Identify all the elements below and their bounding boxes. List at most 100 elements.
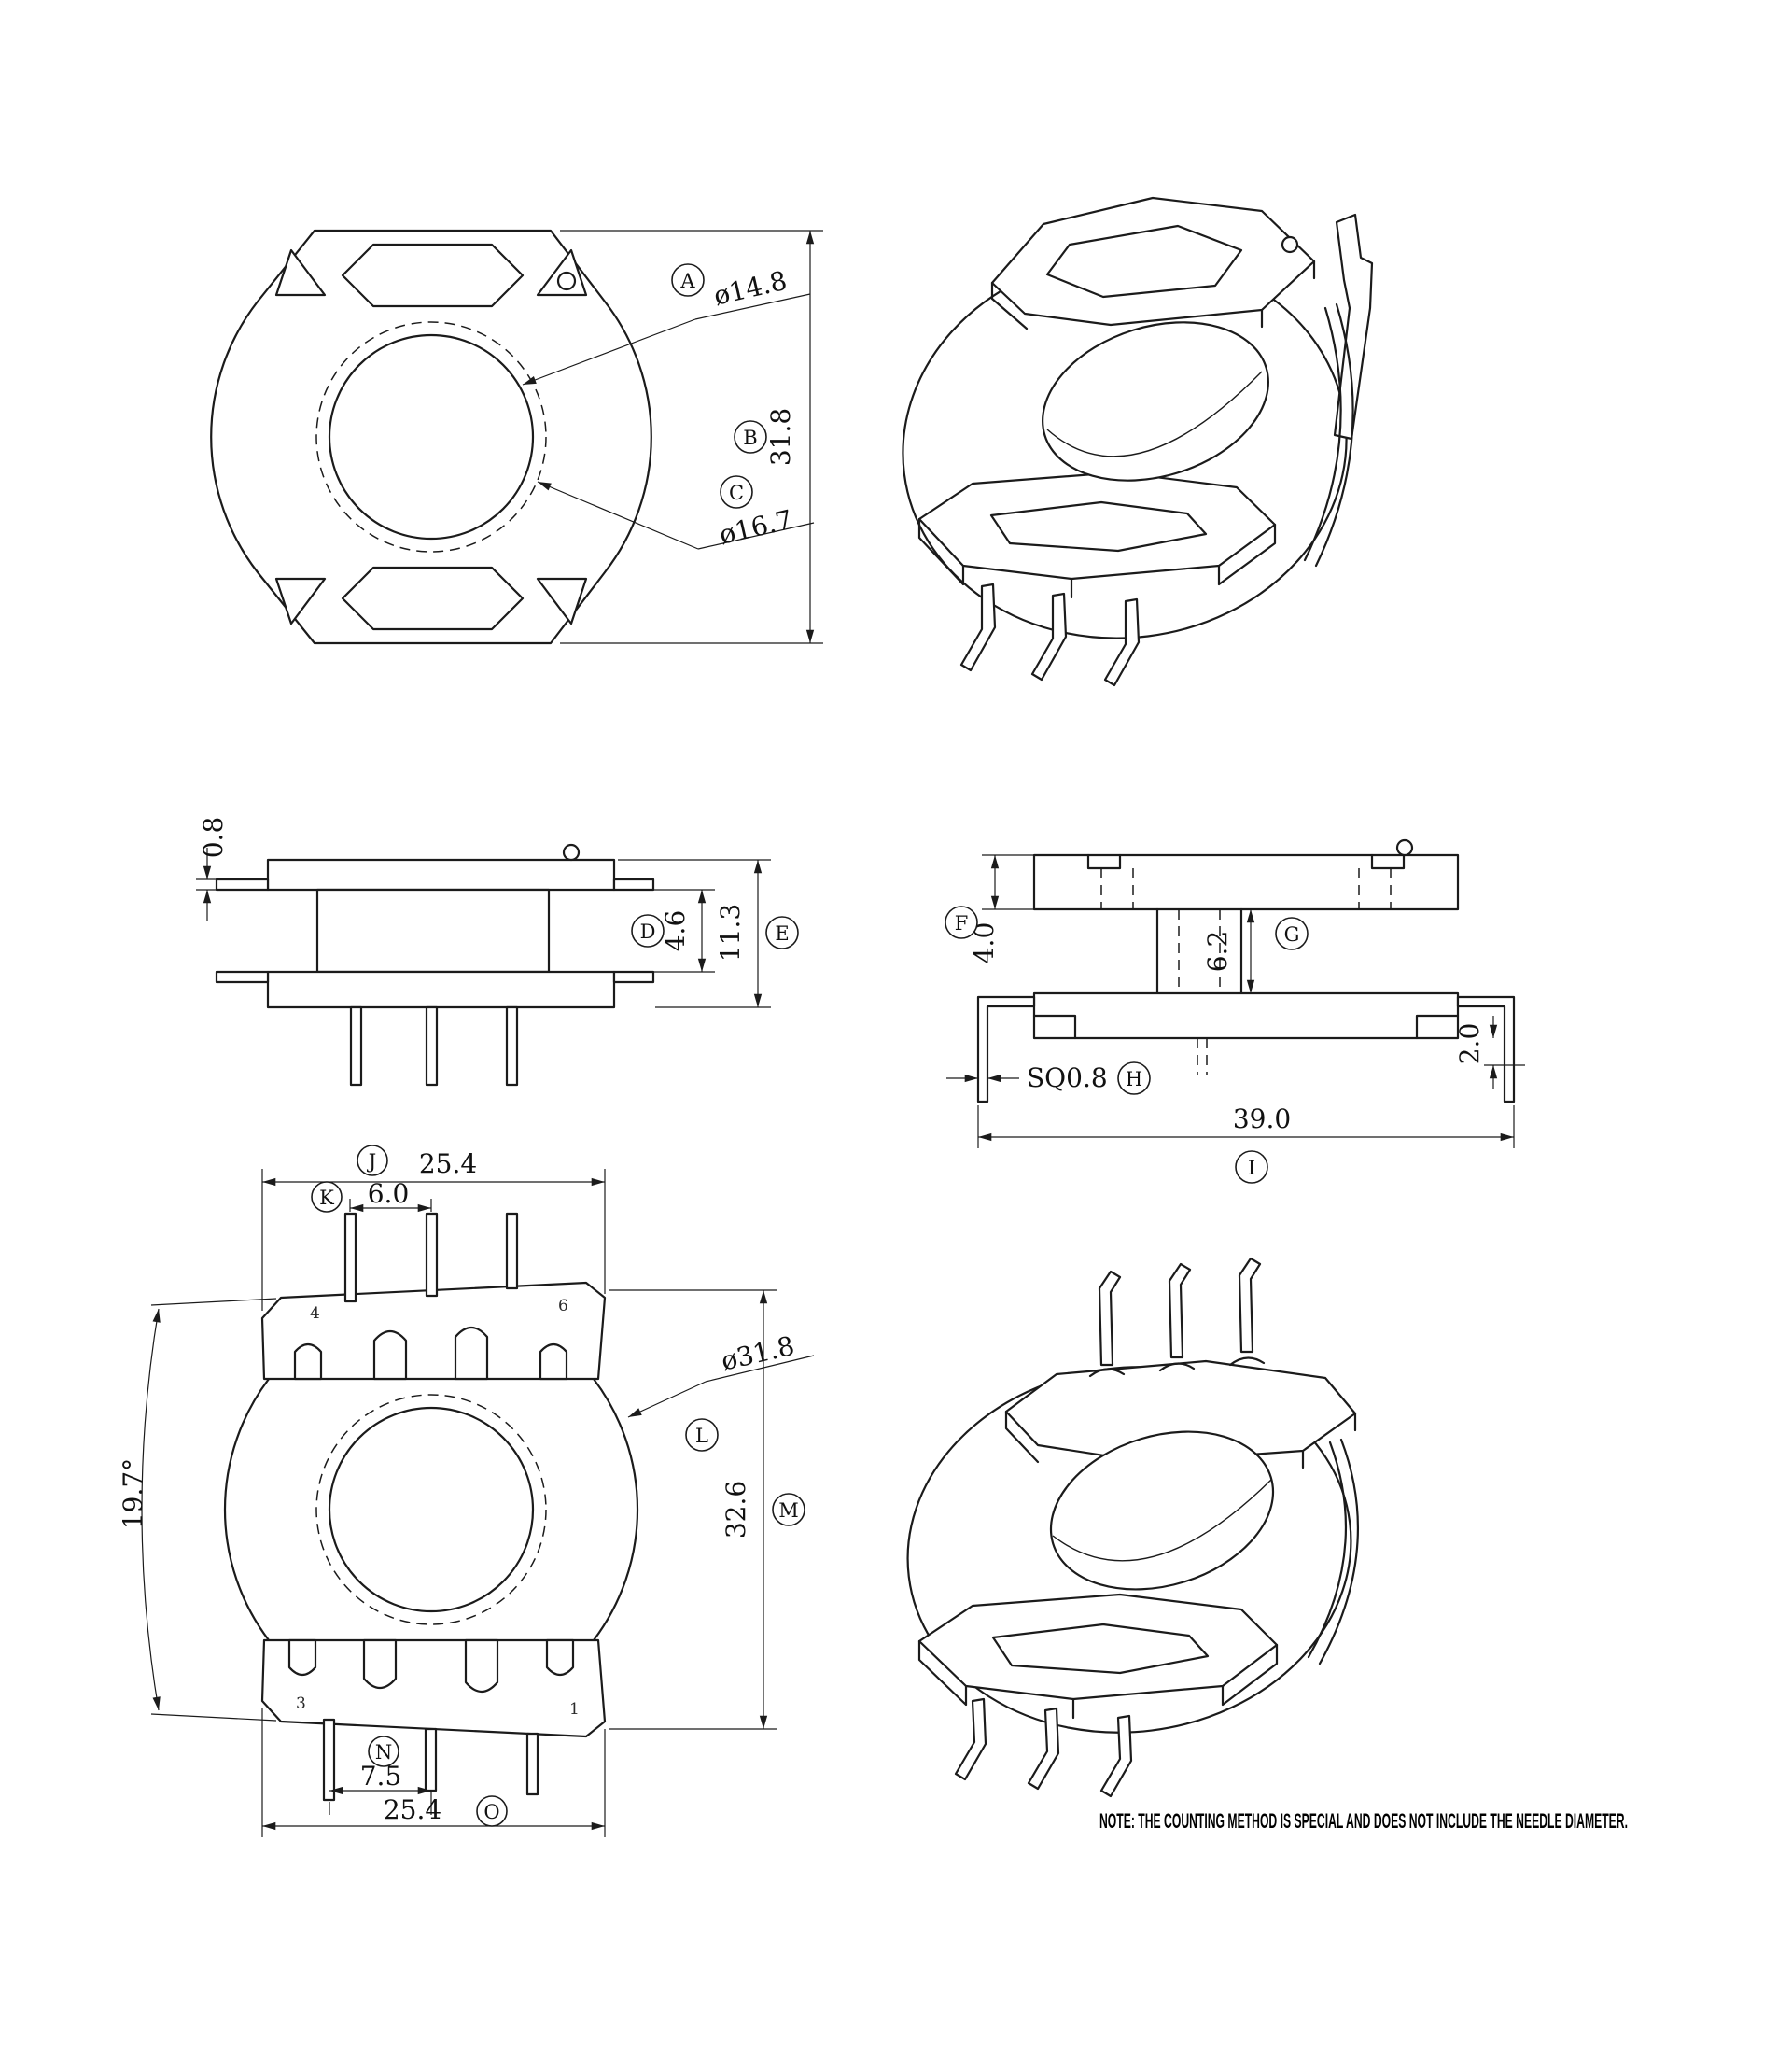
top-flange-3d [990, 196, 1316, 330]
dim-pin-tail: 2.0 [1454, 1016, 1525, 1089]
side-view-left: 0.8 4.6 D 11.3 E [196, 817, 799, 1087]
core-edges [1155, 907, 1243, 995]
dim-text: 39.0 [1233, 1103, 1291, 1134]
dim-L-body-dia: ø31.8 L [627, 1330, 815, 1452]
dim-text: 4.6 [660, 910, 691, 952]
balloon-J: J [357, 1145, 388, 1176]
balloon-G: G [1275, 917, 1309, 950]
side-clip-3d [1307, 1438, 1359, 1665]
balloon-N: N [368, 1736, 399, 1767]
pin-number-4: 4 [310, 1304, 320, 1323]
pin-number-1: 1 [569, 1700, 580, 1719]
hole-wall-edge [1052, 1479, 1272, 1562]
flange-slot [293, 1342, 323, 1381]
balloon-M: M [772, 1493, 805, 1526]
dim-text: SQ0.8 [1027, 1062, 1108, 1093]
right-lip-bottom [612, 970, 655, 984]
balloon-F: F [945, 906, 978, 939]
iso-view-top [902, 196, 1374, 687]
dim-G-core-depth: 6.2 G [1202, 909, 1309, 993]
dim-B-outline-height: 31.8 B [560, 230, 823, 644]
dim-J-top-width: 25.4 J [261, 1145, 606, 1311]
pin-bottom [322, 1718, 336, 1802]
terminal-pins-3d [959, 583, 1141, 687]
right-lip [612, 878, 655, 892]
svg-text:N: N [375, 1741, 392, 1764]
hidden-center-pins [1197, 1038, 1208, 1075]
svg-text:D: D [640, 921, 656, 943]
front-view: 4 6 3 1 25.4 J 6.0 [118, 1145, 815, 1837]
center-hole [328, 1406, 535, 1613]
svg-text:M: M [778, 1499, 799, 1522]
dim-text: 25.4 [384, 1794, 441, 1825]
dim-I-pin-span: 39.0 I [977, 1103, 1515, 1184]
body-right-edge [592, 1377, 639, 1642]
bottom-flange [260, 1638, 607, 1738]
clip-pins-3d [1098, 1257, 1262, 1367]
svg-text:H: H [1126, 1068, 1142, 1090]
balloon-A: A [671, 263, 705, 297]
dim-O-bottom-width: 25.4 O [261, 1708, 606, 1837]
svg-text:J: J [367, 1150, 376, 1173]
corner-cutout [536, 577, 588, 625]
center-hole [328, 333, 535, 541]
dim-text: 11.3 [715, 904, 746, 962]
locating-boss [556, 271, 577, 291]
dim-text: 25.4 [419, 1148, 477, 1179]
balloon-E: E [765, 916, 799, 949]
flange-slot [545, 1638, 575, 1677]
top-window-cutout [341, 243, 525, 308]
locating-boss [562, 843, 581, 862]
dim-text: ø16.7 [717, 504, 796, 551]
svg-text:G: G [1284, 923, 1300, 946]
center-hole-3d [1049, 1430, 1275, 1591]
note-text: NOTE: THE COUNTING METHOD IS SPECIAL AND… [1099, 1809, 1628, 1833]
balloon-L: L [685, 1418, 719, 1452]
dim-F-flange-thickness: 4.0 F [945, 854, 1034, 963]
pin [505, 1005, 519, 1087]
dim-text: 19.7° [118, 1458, 148, 1529]
svg-text:K: K [319, 1187, 334, 1209]
top-flange [260, 1281, 607, 1381]
locating-boss [1281, 235, 1299, 254]
top-flange [1032, 853, 1460, 911]
pin-top [425, 1212, 439, 1298]
dim-A-hole-dia: ø14.8 A [522, 263, 811, 386]
pin-bottom [525, 1732, 539, 1796]
hole-wall-edge [1046, 371, 1263, 457]
body-left-edge [223, 1377, 271, 1642]
hidden-slots [1100, 868, 1392, 909]
dim-H-pin-square: SQ0.8 H [946, 1061, 1151, 1095]
bottom-flange-3d [917, 1593, 1279, 1720]
flange-notches [1086, 853, 1406, 870]
dim-E-total-height: 11.3 E [618, 859, 799, 1008]
bottom-flange [266, 970, 616, 1009]
terminal-pins-3d [954, 1697, 1133, 1798]
flange-slot [372, 1329, 408, 1381]
center-hole-3d [1042, 321, 1269, 482]
dim-lip-thickness: 0.8 [196, 817, 229, 921]
dim-text: 0.8 [198, 817, 229, 859]
flange-slot [454, 1326, 489, 1381]
pin-number-6: 6 [558, 1297, 568, 1315]
balloon-D: D [631, 914, 665, 948]
dim-D-winding-height: 4.6 D [553, 889, 715, 973]
pin [425, 1005, 439, 1087]
flange-slot [287, 1638, 317, 1677]
svg-text:F: F [955, 912, 969, 935]
side-clip-3d [1303, 213, 1374, 568]
balloon-B: B [734, 420, 767, 454]
top-view: ø14.8 A 31.8 B ø16.7 C [210, 229, 823, 645]
balloon-O: O [476, 1795, 508, 1827]
dim-text: 31.8 [765, 408, 796, 466]
pin [349, 1005, 363, 1087]
bottom-flange-3d [917, 471, 1277, 599]
flange-slot [464, 1638, 499, 1694]
flange-slot [539, 1342, 568, 1381]
iso-view-bottom [906, 1257, 1359, 1798]
dim-text: 2.0 [1454, 1023, 1485, 1065]
pin-right-bent [1456, 995, 1516, 1103]
top-flange [266, 858, 616, 892]
